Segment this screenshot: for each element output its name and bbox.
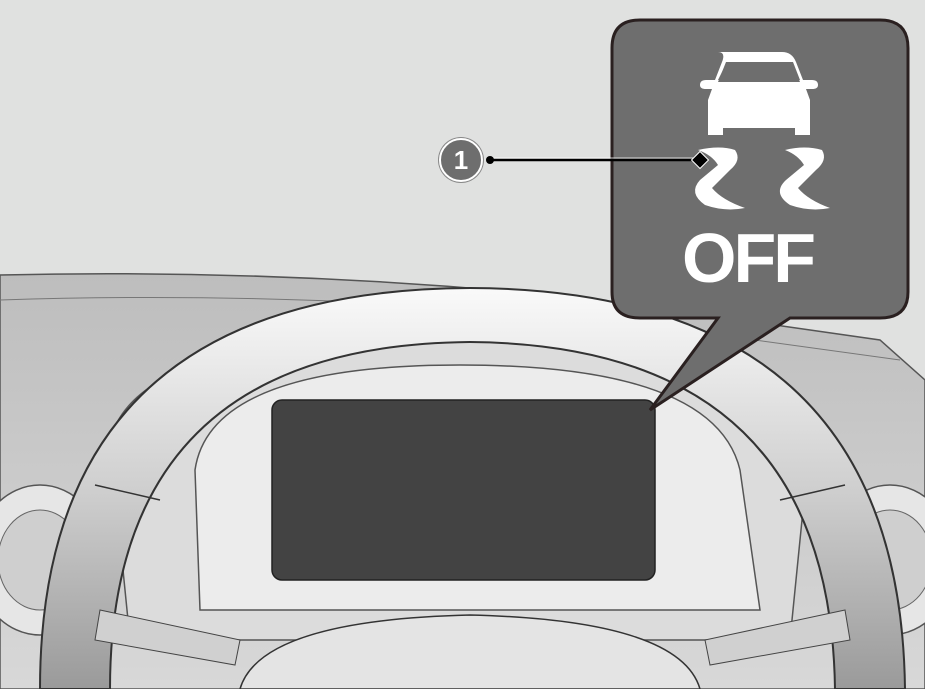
left-stalk <box>94 609 241 666</box>
callout-bubble <box>610 18 910 412</box>
steering-wheel <box>38 286 907 689</box>
indicator-off-label: OFF <box>682 219 816 297</box>
vehicle-stability-assist-off-icon <box>695 52 830 210</box>
steering-hub <box>239 614 701 689</box>
right-stalk <box>704 609 851 666</box>
instrument-display <box>271 399 656 581</box>
callout-number-badge: 1 <box>439 138 483 182</box>
